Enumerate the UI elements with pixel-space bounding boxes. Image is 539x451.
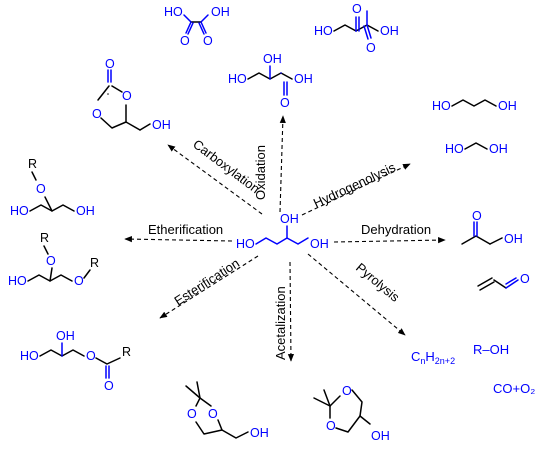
glycerol-oh-top: OH <box>280 212 299 226</box>
glycerol-center: HO OH OH <box>236 212 329 251</box>
glycerol-oh-right: OH <box>310 237 329 251</box>
molecule-acrolein: O <box>477 272 530 291</box>
svg-text:OH: OH <box>380 24 399 38</box>
label-pyrolysis: Pyrolysis <box>353 260 403 305</box>
svg-text:O: O <box>86 349 96 363</box>
svg-text:HO: HO <box>20 349 39 363</box>
label-hydrogenolysis: Hydrogenolysis <box>311 159 398 210</box>
svg-text:O: O <box>280 96 290 110</box>
label-acetalization: Acetalization <box>273 286 288 360</box>
molecule-glycerol-carbonate: O O O OH <box>92 57 171 132</box>
molecule-monoacylglycerol: HO OH O O R <box>20 329 131 393</box>
svg-text:OH: OH <box>371 429 390 443</box>
svg-text:R: R <box>90 256 99 270</box>
svg-text:O: O <box>326 419 336 433</box>
svg-text:OH: OH <box>489 142 508 156</box>
molecule-ethylene-glycol: HO OH <box>445 142 508 156</box>
svg-text:O: O <box>46 254 56 268</box>
arrow-hydrogenolysis <box>301 163 411 216</box>
svg-text:O: O <box>105 57 115 71</box>
reaction-arrows <box>124 115 446 362</box>
svg-text:O: O <box>104 379 114 393</box>
svg-text:OH: OH <box>152 118 171 132</box>
arrow-acetalization <box>287 261 295 362</box>
svg-text:O: O <box>180 34 190 48</box>
svg-text:R: R <box>40 231 49 245</box>
svg-text:OH: OH <box>504 232 523 246</box>
label-dehydration: Dehydration <box>361 222 431 237</box>
arrow-oxidation <box>279 115 286 213</box>
molecule-oxalic-acid: HO OH O O <box>164 5 230 48</box>
svg-text:O: O <box>187 407 197 421</box>
svg-text:HO: HO <box>228 72 247 86</box>
molecule-ether-2-alkoxy: R O HO OH <box>10 157 95 218</box>
molecule-glyceric-acid: HO OH OH O <box>228 52 313 110</box>
svg-text:OH: OH <box>250 426 269 440</box>
arrow-etherification <box>124 236 233 243</box>
molecule-ether-dialkoxy: R O HO O R <box>8 231 99 288</box>
label-esterification: Esterification <box>171 255 242 308</box>
svg-text:HO: HO <box>10 204 29 218</box>
svg-text:HO: HO <box>432 99 451 113</box>
arrow-esterification <box>159 255 259 319</box>
svg-text:O: O <box>208 407 218 421</box>
svg-text:HO: HO <box>445 142 464 156</box>
svg-text:O: O <box>122 89 132 103</box>
svg-text:O: O <box>36 182 46 196</box>
svg-text:HO: HO <box>164 5 183 19</box>
svg-text:O: O <box>342 384 352 398</box>
glycerol-ho-left: HO <box>236 237 255 251</box>
svg-text:O: O <box>520 272 530 286</box>
svg-text:O: O <box>92 107 102 121</box>
svg-text:OH: OH <box>498 99 517 113</box>
svg-text:OH: OH <box>211 5 230 19</box>
pyrolysis-products: CnH2n+2 R–OH CO+O₂ <box>411 342 535 396</box>
molecule-dioxane-acetal: O O OH <box>313 384 390 443</box>
molecule-solketal: O O OH <box>185 381 269 440</box>
svg-text:HO: HO <box>8 274 27 288</box>
svg-text:O: O <box>472 209 482 223</box>
svg-text:O: O <box>366 41 376 55</box>
svg-text:R: R <box>28 157 37 171</box>
arrow-pyrolysis <box>307 253 406 336</box>
molecule-propanediol: HO OH <box>432 99 517 113</box>
svg-text:O: O <box>352 2 362 16</box>
svg-text:R: R <box>122 345 131 359</box>
svg-text:OH: OH <box>56 329 75 343</box>
svg-text:HO: HO <box>314 24 333 38</box>
alcohol-formula: R–OH <box>473 342 509 357</box>
svg-text:O: O <box>203 34 213 48</box>
svg-text:O: O <box>74 274 84 288</box>
label-etherification: Etherification <box>148 222 223 237</box>
gas-formula: CO+O₂ <box>493 381 535 396</box>
svg-text:OH: OH <box>76 204 95 218</box>
alkane-formula: CnH2n+2 <box>411 349 455 366</box>
arrow-dehydration <box>333 237 446 244</box>
svg-text:OH: OH <box>294 72 313 86</box>
svg-text:OH: OH <box>263 52 282 66</box>
label-oxidation: Oxidation <box>253 145 268 200</box>
molecule-hydroxypyruvic-acid: HO O OH O <box>314 2 399 55</box>
molecule-hydroxyacetone: O OH <box>461 209 523 246</box>
arrow-carboxylation <box>167 144 263 215</box>
